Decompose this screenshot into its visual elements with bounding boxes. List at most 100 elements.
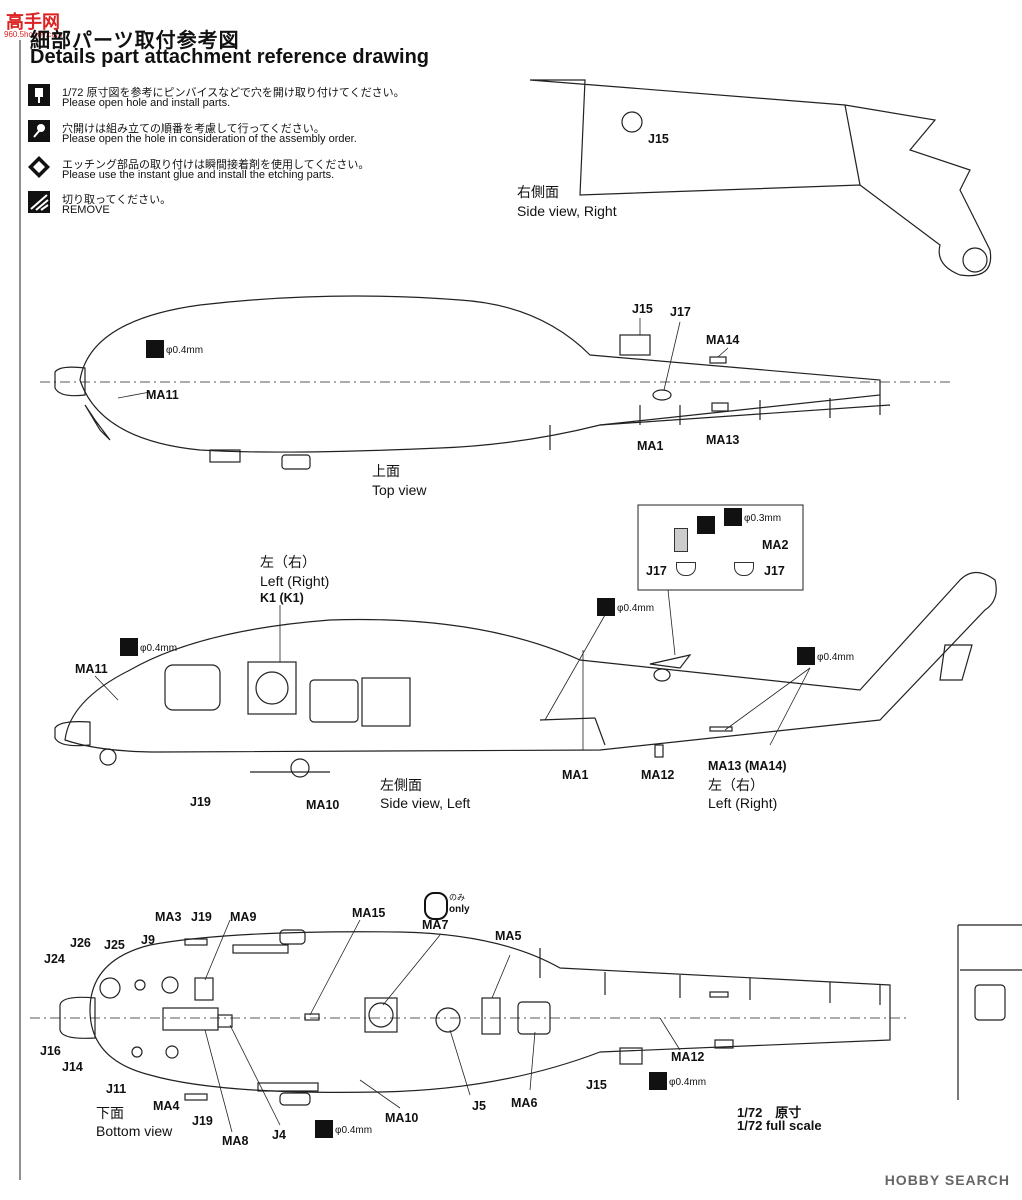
- part-label: J24: [44, 952, 65, 966]
- part-label: J19: [190, 795, 211, 809]
- bottom-view-drawing: [30, 924, 1022, 1106]
- only-jp: のみ: [449, 893, 465, 902]
- part-label: J17: [670, 305, 691, 319]
- part-label-k1: K1 (K1): [260, 591, 304, 605]
- hole-diameter: φ0.4mm: [817, 652, 855, 663]
- part-label: J19: [191, 910, 212, 924]
- left-right-en-2: Left (Right): [708, 795, 778, 811]
- part-label: MA7: [422, 918, 449, 932]
- side-left-caption-jp: 左側面: [380, 777, 422, 793]
- site-logo-sub: 960.5hobby.com: [4, 30, 63, 39]
- part-label: J16: [40, 1044, 61, 1058]
- hole-diameter: φ0.4mm: [335, 1125, 373, 1136]
- watermark: HOBBY SEARCH: [884, 1172, 1010, 1188]
- part-label: J4: [272, 1128, 286, 1142]
- top-view-drawing: [40, 295, 950, 470]
- part-label: J14: [62, 1060, 83, 1074]
- drill-icon: [146, 340, 164, 358]
- side-left-drawing: [54, 571, 997, 778]
- bottom-caption-jp: 下面: [96, 1105, 124, 1121]
- part-label: MA10: [306, 798, 340, 812]
- side-right-caption-en: Side view, Right: [517, 203, 617, 219]
- drill-icon: [315, 1120, 333, 1138]
- part-label: J17: [764, 564, 785, 578]
- instruction-en: Please use the instant glue and install …: [62, 169, 335, 181]
- remove-icon: [697, 516, 715, 534]
- part-label: MA5: [495, 929, 522, 943]
- drill-icon: [28, 84, 50, 106]
- part-label: MA2: [762, 538, 789, 552]
- only-en: only: [449, 904, 470, 915]
- assembly-order-icon: [28, 120, 50, 142]
- top-view-caption-en: Top view: [372, 482, 427, 498]
- part-label: MA3: [155, 910, 182, 924]
- instruction-drill: 1/72 原寸図を参考にピンバイスなどで穴を開け取り付けてください。 Pleas…: [28, 84, 468, 114]
- side-right-caption-jp: 右側面: [517, 184, 559, 200]
- page-title-en: Details part attachment reference drawin…: [30, 46, 430, 68]
- instruction-en: Please open hole and install parts.: [62, 97, 231, 109]
- page-title-jp: 細部パーツ取付参考図: [30, 30, 240, 52]
- part-label: J15: [648, 132, 669, 146]
- part-label: MA12: [671, 1050, 705, 1064]
- part-label: MA6: [511, 1096, 538, 1110]
- part-label: MA13: [706, 433, 740, 447]
- drill-icon: [649, 1072, 667, 1090]
- part-label: MA10: [385, 1111, 419, 1125]
- drill-icon: [797, 647, 815, 665]
- part-label: MA15: [352, 906, 386, 920]
- bottom-caption-en: Bottom view: [96, 1123, 173, 1139]
- part-label: MA1: [562, 768, 589, 782]
- instruction-order: 穴開けは組み立ての順番を考慮して行ってください。 Please open the…: [28, 120, 468, 150]
- part-label: MA12: [641, 768, 675, 782]
- part-j17-base: [734, 562, 754, 576]
- left-right-jp: 左（右）: [260, 554, 316, 570]
- hole-diameter: φ0.4mm: [140, 643, 178, 654]
- side-left-caption-en: Side view, Left: [380, 795, 471, 811]
- part-label: J15: [586, 1078, 607, 1092]
- left-right-en: Left (Right): [260, 573, 330, 589]
- instruction-jp: 切り取ってください。: [62, 194, 172, 206]
- part-label: MA9: [230, 910, 257, 924]
- part-j17-base: [676, 562, 696, 576]
- part-label: MA4: [153, 1099, 180, 1113]
- hole-diameter: φ0.3mm: [744, 513, 782, 524]
- part-only-icon: [424, 892, 448, 920]
- instant-glue-icon: [28, 156, 50, 178]
- part-label: J5: [472, 1099, 486, 1113]
- top-view-caption-jp: 上面: [372, 463, 400, 479]
- scale-en: 1/72 full scale: [737, 1118, 822, 1133]
- part-label: J15: [632, 302, 653, 316]
- hole-diameter: φ0.4mm: [166, 345, 204, 356]
- site-logo: 高手网: [6, 12, 60, 32]
- drill-icon: [724, 508, 742, 526]
- part-label: J9: [141, 933, 155, 947]
- part-label: MA11: [146, 388, 179, 402]
- hole-diameter: φ0.4mm: [617, 603, 655, 614]
- hole-diameter: φ0.4mm: [669, 1077, 707, 1088]
- part-label: J11: [106, 1082, 127, 1096]
- instruction-jp: 穴開けは組み立ての順番を考慮して行ってください。: [62, 123, 325, 135]
- side-right-drawing: [529, 79, 992, 277]
- part-label: J17: [646, 564, 667, 578]
- part-label: J25: [104, 938, 125, 952]
- part-label: MA14: [706, 333, 740, 347]
- instruction-remove: 切り取ってください。 REMOVE: [28, 191, 468, 221]
- drill-icon: [597, 598, 615, 616]
- part-label: MA11: [75, 662, 108, 676]
- part-label: J19: [192, 1114, 213, 1128]
- scale-jp: 1/72 原寸: [737, 1105, 802, 1120]
- instruction-en: REMOVE: [62, 204, 110, 216]
- part-label: MA8: [222, 1134, 249, 1148]
- part-label: MA13 (MA14): [708, 759, 787, 773]
- remove-icon: [28, 191, 50, 213]
- left-right-jp-2: 左（右）: [708, 777, 764, 793]
- drill-icon: [120, 638, 138, 656]
- part-label: J26: [70, 936, 91, 950]
- instruction-jp: 1/72 原寸図を参考にピンバイスなどで穴を開け取り付けてください。: [62, 87, 405, 99]
- instruction-glue: エッチング部品の取り付けは瞬間接着剤を使用してください。 Please use …: [28, 156, 468, 186]
- instruction-jp: エッチング部品の取り付けは瞬間接着剤を使用してください。: [62, 159, 370, 171]
- instruction-en: Please open the hole in consideration of…: [62, 133, 357, 145]
- part-label: MA1: [637, 439, 664, 453]
- part-j17-sketch: [674, 528, 688, 552]
